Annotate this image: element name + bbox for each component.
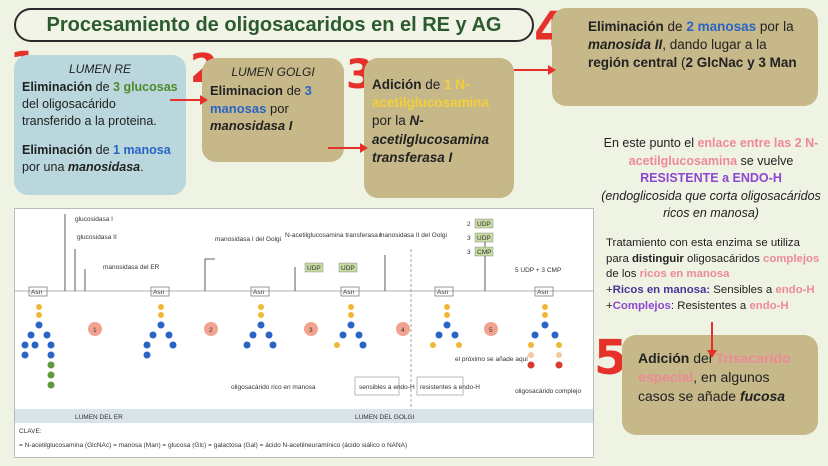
count-label: 3: [467, 249, 471, 256]
step1-text-b: Eliminación de 1 manosa por una manosida…: [22, 142, 171, 174]
diagram-svg: Asn Asn Asn Asn Asn Asn glucosidasa I gl…: [15, 214, 593, 449]
asn-label: Asn: [31, 289, 43, 296]
rico-label: oligosacárido rico en manosa: [231, 384, 316, 391]
arrow-down-to-5: [707, 322, 717, 358]
cmp-label: CMP: [477, 249, 491, 256]
asn-group: Asn Asn Asn Asn Asn Asn: [28, 286, 554, 297]
glycan-step3: [243, 304, 277, 349]
key-legend: = N-acetilglucosamina (GlcNAc) = manosa …: [19, 442, 407, 449]
svg-text:2: 2: [209, 327, 213, 334]
svg-text:3: 3: [309, 327, 313, 334]
sensibles-label: sensibles a endo-H: [359, 384, 415, 391]
enzyme-label: glucosidasa I: [75, 216, 113, 223]
glycan-man-rich: [143, 304, 177, 359]
enzyme-label: manosidasa I del Golgi: [215, 236, 281, 243]
count-label: 3: [467, 235, 471, 242]
enzyme-label: manosidasa del ER: [103, 264, 160, 271]
step4-card: Eliminación de 2 manosas por la manosida…: [552, 8, 818, 106]
asn-label: Asn: [537, 289, 549, 296]
enzyme-label: manosidasa II del Golgi: [379, 232, 447, 239]
step1-card: LUMEN RE Eliminación de 3 glucosas del o…: [14, 55, 186, 195]
treatment-note: Tratamiento con esta enzima se utiliza p…: [606, 237, 820, 312]
lumen-golgi-label: LUMEN DEL GOLGI: [355, 414, 415, 421]
glycan-step5: [430, 304, 462, 348]
svg-text:5: 5: [489, 327, 493, 334]
udp-label: UDP: [307, 265, 321, 272]
diagram-step-markers: 1 2 3 4 5: [88, 322, 498, 336]
lumen-label: LUMEN GOLGI: [231, 65, 315, 79]
asn-label: Asn: [437, 289, 449, 296]
glycan-step4: [334, 304, 367, 349]
count-label: 2: [467, 221, 471, 228]
arrow-1-to-2: [170, 95, 208, 105]
udp-label: UDP: [477, 235, 491, 242]
asn-label: Asn: [343, 289, 355, 296]
resistentes-label: resistentes a endo-H: [420, 384, 480, 391]
key-title: CLAVE:: [19, 428, 42, 435]
enzyme-label: N-acetilglucosamina transferasa I: [285, 232, 382, 239]
endo-h-note: En este punto el enlace entre las 2 N-ac…: [601, 136, 821, 220]
udp-label: UDP: [477, 221, 491, 228]
udp-cmp-label: 5 UDP + 3 CMP: [515, 267, 561, 274]
page-title: Procesamiento de oligosacaridos en el RE…: [14, 8, 534, 42]
enzyme-label: glucosidasa II: [77, 234, 117, 241]
udp-label: UDP: [341, 265, 355, 272]
arrow-3-to-4: [514, 65, 556, 75]
lumen-er-label: LUMEN DEL ER: [75, 414, 123, 421]
step3-card: Adición de 1 N-acetilglucosamina por la …: [364, 58, 514, 198]
asn-label: Asn: [153, 289, 165, 296]
lumen-label: LUMEN RE: [68, 62, 131, 76]
asn-label: Asn: [253, 289, 265, 296]
svg-text:1: 1: [93, 327, 97, 334]
step-number-5: 5: [594, 330, 628, 386]
arrow-2-to-3: [328, 143, 368, 153]
glycan-complex: [527, 304, 563, 369]
proximo-label: el próximo se añade aquí: [455, 356, 528, 363]
step2-card: LUMEN GOLGI Eliminacion de 3 manosas por…: [202, 58, 344, 162]
processing-diagram: Asn Asn Asn Asn Asn Asn glucosidasa I gl…: [14, 208, 594, 458]
glycan-er: [21, 304, 55, 389]
step2-text: Eliminacion de 3 manosas por manosidasa …: [210, 83, 312, 134]
svg-text:4: 4: [401, 327, 405, 334]
step5-card: Adición del Trisacarido especial, en alg…: [622, 335, 818, 435]
complejo-label: oligosacárido complejo: [515, 388, 582, 395]
step1-text-a: Eliminación de 3 glucosas del oligosacár…: [22, 80, 178, 128]
